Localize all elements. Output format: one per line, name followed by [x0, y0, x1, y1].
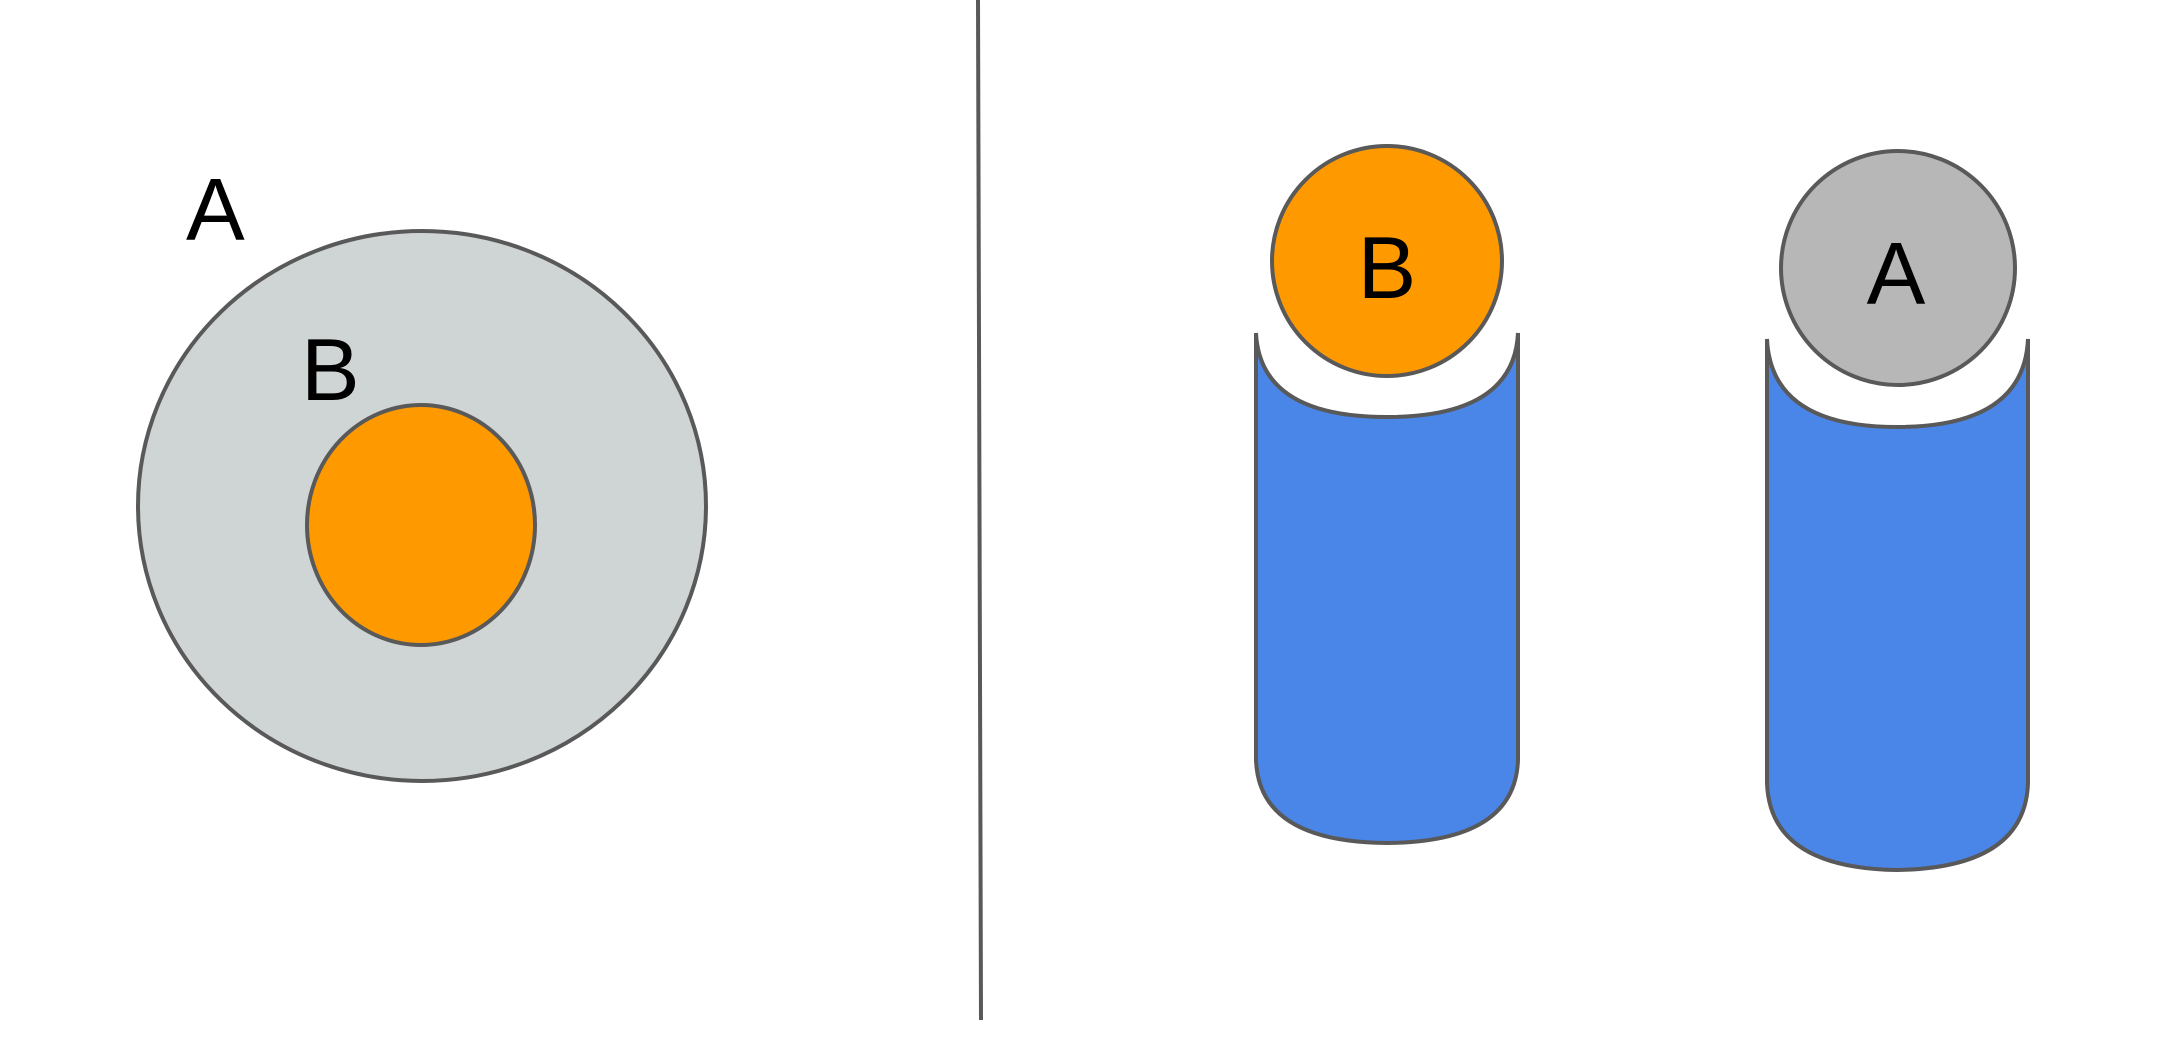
- cylinder-a: [1765, 338, 2030, 873]
- ball-a: [1779, 149, 2017, 387]
- stack-a: A: [1765, 149, 2030, 873]
- panel-divider: [976, 0, 983, 1021]
- inner-region-b: [305, 403, 537, 647]
- ball-b-label: B: [1358, 218, 1417, 317]
- nested-sets-panel: A B: [136, 160, 708, 783]
- stack-b: B: [1254, 144, 1520, 846]
- cylinder-b: [1254, 332, 1520, 846]
- ball-b: [1270, 144, 1504, 378]
- inner-region-label: B: [301, 320, 360, 419]
- ball-a-label: A: [1867, 224, 1926, 323]
- stacked-balls-panel: B A: [1254, 144, 2030, 873]
- outer-region-label: A: [186, 160, 245, 259]
